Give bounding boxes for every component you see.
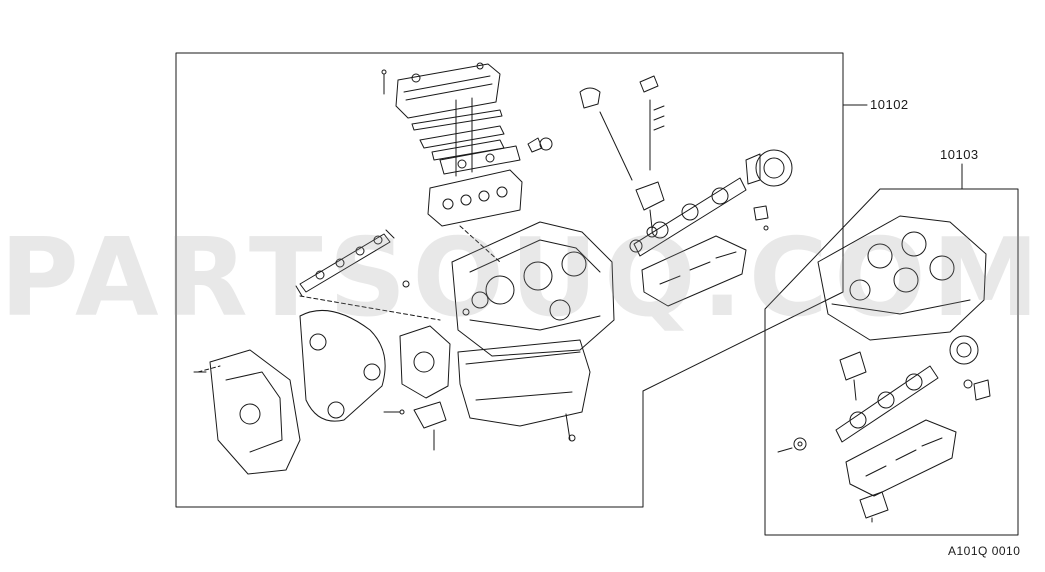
engine-block: [451, 221, 615, 357]
bolts-left: [193, 69, 769, 415]
rear-seal-left: [745, 149, 793, 187]
callout-10102: 10102: [870, 97, 909, 112]
small-bracket-left: [413, 401, 447, 451]
timing-cover: [209, 349, 301, 475]
small-parts-right: [777, 379, 991, 523]
cylinder-head: [427, 145, 523, 227]
crankshaft-left: [629, 177, 747, 257]
figure-code: A101Q 0010: [948, 544, 1021, 558]
frame-assembly-full: [175, 52, 844, 508]
oil-pump: [399, 325, 451, 399]
rear-seal-right: [949, 335, 979, 365]
callout-10103: 10103: [940, 147, 979, 162]
oil-pan: [457, 339, 591, 442]
piston-right: [839, 351, 867, 401]
rocker-cover: [395, 62, 501, 119]
frame-assembly-short: [764, 188, 1019, 536]
cover-gaskets: [411, 97, 505, 177]
alignment-lines: [197, 225, 501, 373]
short-block: [817, 215, 987, 341]
valve-train: [579, 75, 665, 181]
piston-left: [635, 181, 665, 238]
timing-belt: [299, 309, 386, 422]
bearing-caps-left: [641, 235, 747, 307]
crankshaft-right: [835, 365, 939, 443]
camshaft: [295, 229, 395, 297]
bearing-caps-right: [845, 419, 957, 497]
